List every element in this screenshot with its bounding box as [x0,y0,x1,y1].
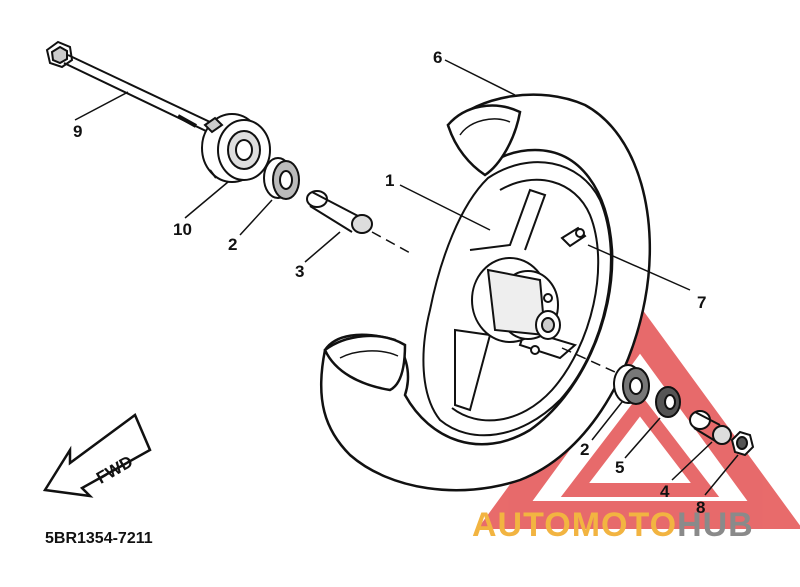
oil-seal [655,386,681,418]
valve [560,226,587,248]
watermark-part1: AUTOMOTO [472,506,677,544]
tire [319,93,651,492]
axle-centerline-right [561,347,616,373]
leader-10 [184,181,229,219]
watermark-part2: HUB [677,506,754,544]
leader-1 [399,184,491,231]
label-8: 8 [696,498,705,517]
axle-nut [730,430,755,457]
leader-8 [704,454,739,496]
bearing-right [613,364,650,405]
leader-2-left [239,199,273,236]
collar [689,410,732,445]
part-code: 5BR1354-7211 [45,530,153,547]
wheel-rim [422,161,612,437]
bearing-left [263,157,300,200]
leader-9 [74,91,129,121]
label-1: 1 [385,171,394,190]
label-7: 7 [697,293,706,312]
leader-3 [304,231,341,263]
leader-6 [444,59,516,96]
axle-centerline [371,231,413,255]
spacer-tube [306,190,373,234]
label-3: 3 [295,262,304,281]
label-6: 6 [433,48,442,67]
watermark-text: AUTOMOTOHUB [472,506,754,544]
leader-4 [671,441,713,481]
gear-unit [201,113,271,183]
label-2-right: 2 [580,440,589,459]
label-9: 9 [73,122,82,141]
label-5: 5 [615,458,624,477]
leader-2-right [591,401,623,441]
label-4: 4 [660,482,670,501]
fwd-arrow-icon [42,413,152,498]
label-2-left: 2 [228,235,237,254]
label-10: 10 [173,220,192,239]
axle-bolt [45,40,211,132]
leader-5 [624,417,661,459]
leader-7 [587,244,691,291]
